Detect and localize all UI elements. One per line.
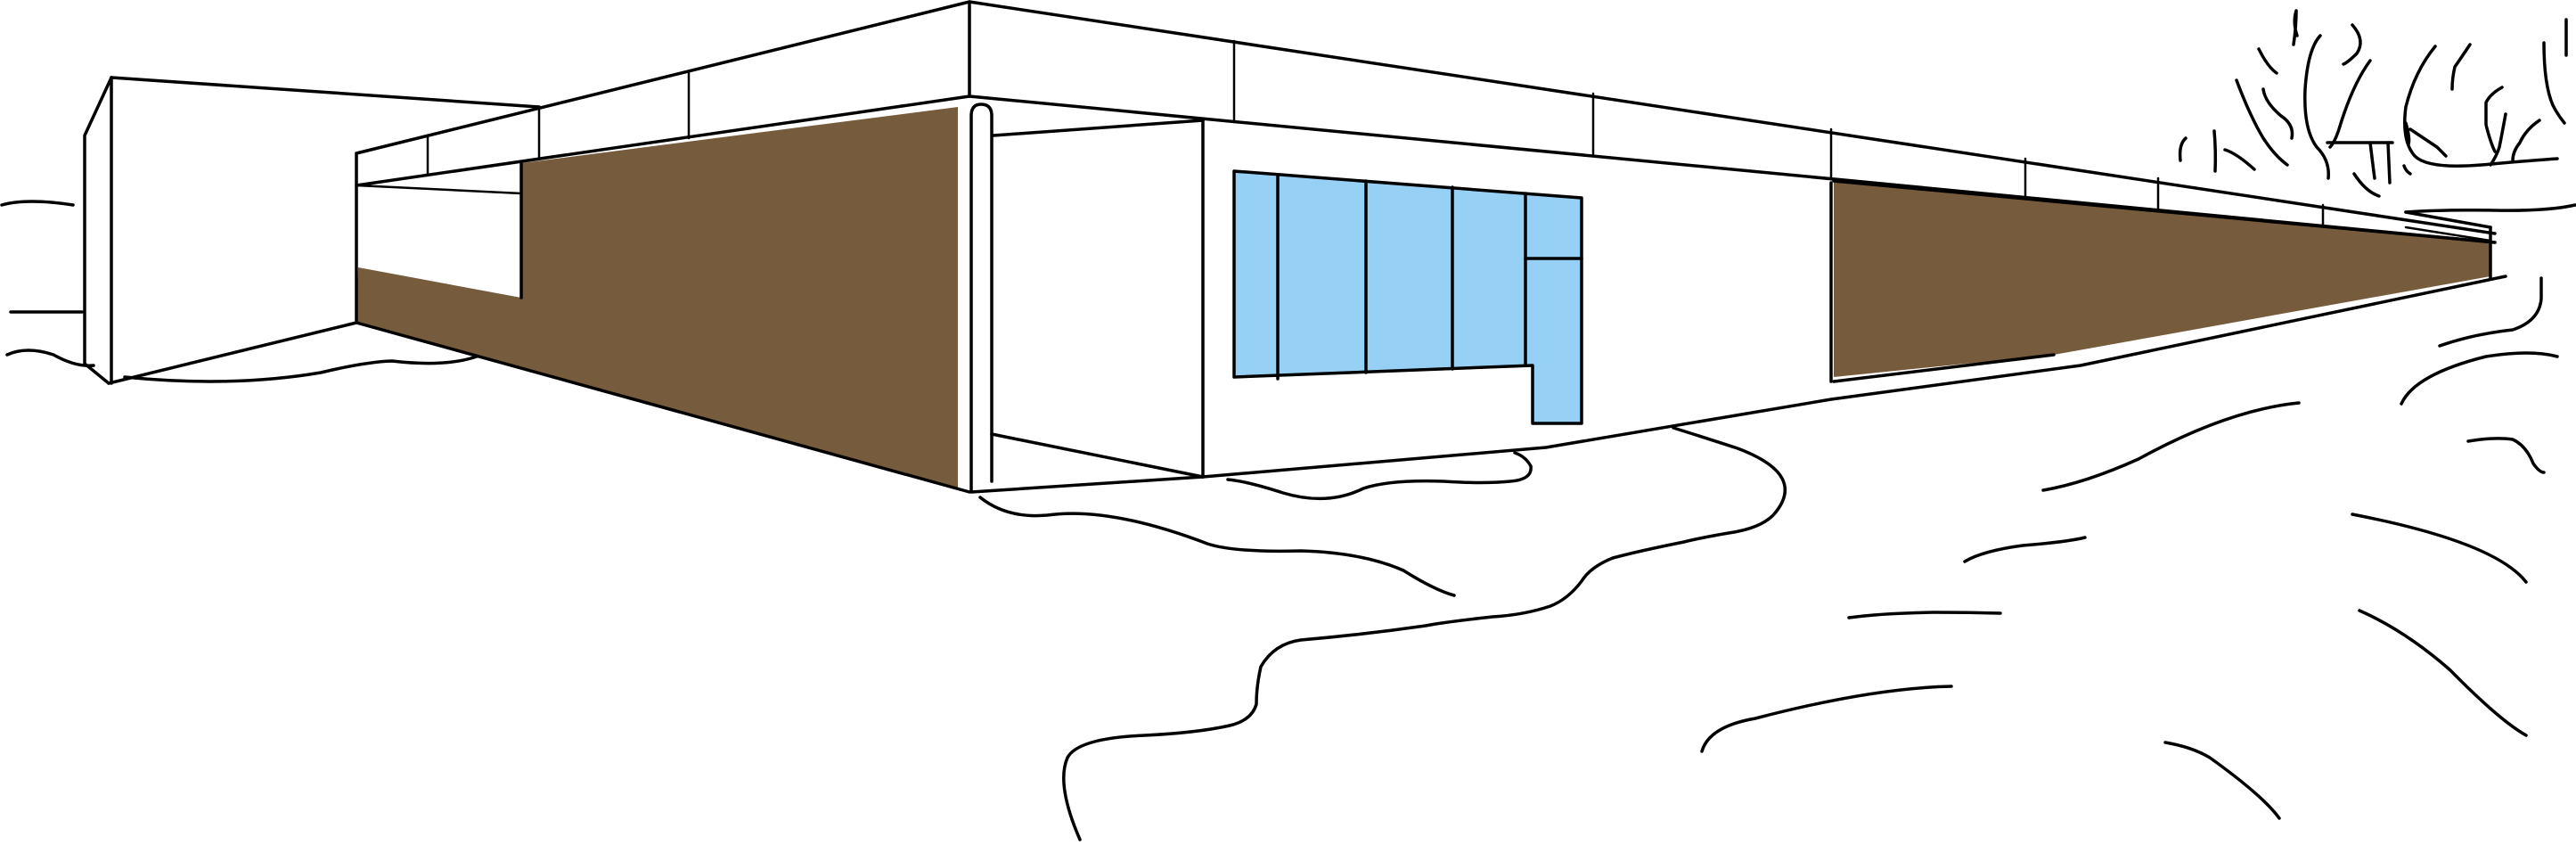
tree-branch-8: [2403, 45, 2559, 168]
tree-branch-14: [2408, 127, 2448, 158]
left-wing-wood-panel: [356, 107, 958, 488]
tree-stroke-18: [2404, 121, 2411, 146]
tree-branch-13: [2489, 112, 2507, 167]
tree-stroke-19: [2402, 164, 2412, 176]
left-wing-base: [107, 321, 358, 385]
shrub-line-center: [978, 496, 1456, 597]
tree-branch-5: [2303, 34, 2330, 180]
recess-bottom-edge: [990, 432, 1205, 479]
main-facade-base: [1201, 275, 2507, 479]
lawn-stroke-1: [2041, 401, 2301, 492]
tree-stroke-20: [2368, 141, 2376, 180]
tree-stroke-15: [2212, 129, 2218, 173]
right-wing-wood-panel: [1834, 181, 2490, 377]
roof-end-top: [2404, 210, 2492, 229]
wood-panels: [356, 107, 2490, 488]
downpipe: [969, 103, 994, 492]
lawn-stroke-8: [2400, 351, 2559, 406]
main-wing-base: [355, 321, 971, 494]
tree-stroke-17: [2223, 148, 2256, 171]
lawn-stroke-4: [1700, 685, 1953, 753]
ground-line-tree: [2404, 203, 2576, 214]
tree-branch-12: [2542, 41, 2566, 125]
tree-branch-4: [2261, 87, 2294, 140]
grass-stroke-left-2: [5, 349, 95, 367]
tree-branch-1: [2292, 9, 2299, 46]
right-wing-eave: [1832, 179, 2497, 244]
right-panel-bottom-edge: [1832, 353, 2056, 383]
building-outline: [83, 0, 2507, 494]
window-glass: [1234, 171, 1582, 423]
lawn-stroke-10: [2438, 276, 2543, 348]
recess-top-edge: [992, 119, 1205, 137]
tree-branch-7: [2328, 59, 2372, 149]
tree-sketch: [2178, 9, 2576, 214]
tree-stroke-16: [2178, 136, 2188, 162]
tree-branch-11: [2511, 119, 2541, 162]
bench-leg: [2386, 141, 2392, 185]
tree-branch-3: [2235, 78, 2289, 167]
landscape-sketch: [0, 200, 2559, 841]
bench-base: [2352, 172, 2381, 198]
left-wing-soffit: [355, 184, 523, 195]
lawn-stroke-5: [2163, 741, 2281, 820]
window-frame: [1232, 169, 1583, 425]
tree-branch-6: [2342, 23, 2362, 66]
window-glass-pane: [1234, 171, 1582, 423]
lawn-stroke-7: [2358, 609, 2528, 737]
tree-branch-10: [2484, 86, 2504, 153]
shrub-line-middle: [1226, 451, 1533, 501]
lawn-stroke-3: [1847, 611, 2002, 619]
roof-end-underside: [2404, 226, 2492, 242]
left-wing-roof-edge: [110, 76, 541, 109]
ground-line-entry: [969, 475, 1205, 494]
left-wing-end-wall: [83, 76, 113, 385]
tree-branch-2: [2257, 47, 2278, 75]
lawn-stroke-9: [2466, 437, 2546, 474]
lawn-stroke-6: [2351, 513, 2528, 584]
lawn-stroke-2: [1963, 536, 2087, 563]
path-edge-curve: [1062, 426, 1787, 841]
tree-branch-9: [2450, 43, 2472, 91]
grass-stroke-left-1: [0, 200, 75, 207]
window: [1232, 169, 1583, 425]
shrub-line-left: [123, 355, 478, 383]
